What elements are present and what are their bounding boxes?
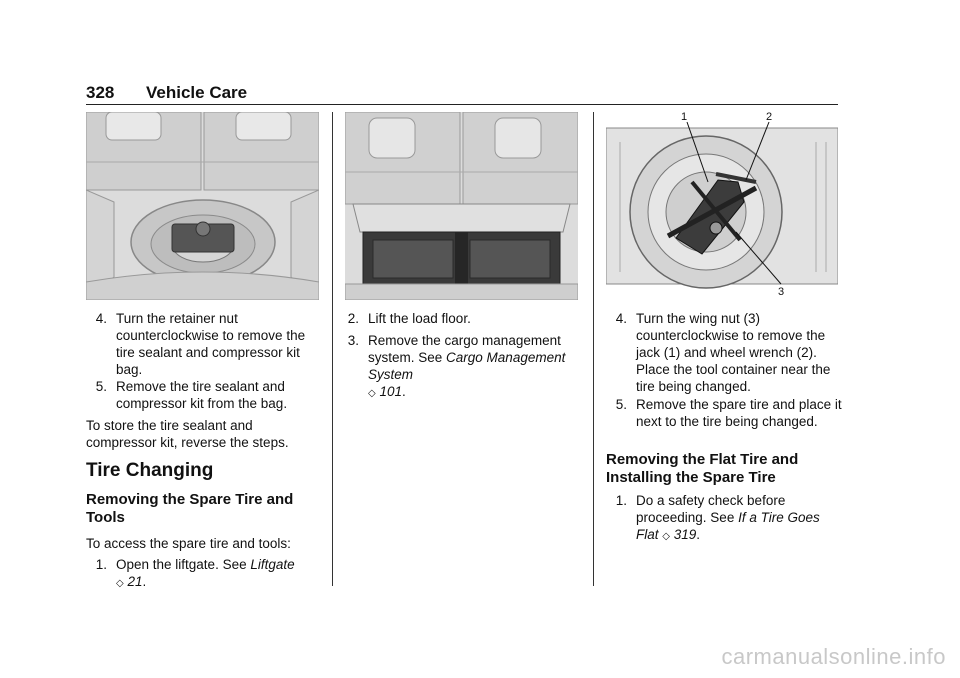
column-divider-right <box>593 112 594 586</box>
col1-step-4: 4. Turn the retainer nut counterclockwis… <box>86 310 326 378</box>
step-number: 5. <box>615 397 627 412</box>
page-header: 328 Vehicle Care <box>86 83 838 105</box>
spare-tire-jack-diagram: 1 2 3 <box>606 112 838 300</box>
step-text: Lift the load floor. <box>368 311 471 326</box>
callout-label-1: 1 <box>681 112 688 123</box>
xref-liftgate[interactable]: Liftgate <box>250 557 295 572</box>
page-ref[interactable]: 101 <box>379 384 402 399</box>
step-text: Turn the wing nut (3) counterclockwise t… <box>636 311 831 394</box>
cargo-management-system-icon <box>345 112 578 300</box>
step-number: 1. <box>95 557 107 572</box>
col1-step-1: 1. Open the liftgate. See Liftgate◇ 21. <box>86 556 322 592</box>
cargo-area-spare-tire-icon <box>86 112 319 300</box>
heading-removing-spare-tire: Removing the Spare Tire and Tools <box>86 491 294 526</box>
page-ref-icon: ◇ <box>116 578 124 589</box>
step-text: Remove the tire sealant and compressor k… <box>116 379 288 411</box>
step-text: Remove the spare tire and place it next … <box>636 397 842 429</box>
step-text: Turn the retainer nut counterclockwise t… <box>116 311 306 377</box>
step-number: 2. <box>347 311 359 326</box>
col1-step-5: 5. Remove the tire sealant and compresso… <box>86 378 326 412</box>
col3-step-4: 4. Turn the wing nut (3) counterclockwis… <box>606 310 844 395</box>
col2-step-2: 2. Lift the load floor. <box>338 310 576 327</box>
heading-removing-flat-tire: Removing the Flat Tire and Installing th… <box>606 451 799 486</box>
cargo-management-system-image <box>345 112 578 300</box>
step-number: 1. <box>615 493 627 508</box>
col3-step-5: 5. Remove the spare tire and place it ne… <box>606 396 844 430</box>
cargo-area-spare-tire-image <box>86 112 319 300</box>
column-divider-left <box>332 112 333 586</box>
section-title: Vehicle Care <box>146 83 248 102</box>
callout-label-2: 2 <box>766 112 773 123</box>
page-number: 328 <box>86 83 115 102</box>
access-note: To access the spare tire and tools: <box>86 536 291 551</box>
col2-step-3: 3. Remove the cargo management system. S… <box>338 332 568 402</box>
step-number: 3. <box>347 333 359 348</box>
step-number: 4. <box>615 311 627 326</box>
step-number: 4. <box>95 311 107 326</box>
col3-step-1: 1. Do a safety check before proceeding. … <box>606 492 844 545</box>
xref-cargo-management-system[interactable]: Cargo Management System <box>368 350 566 382</box>
page-ref-icon: ◇ <box>368 388 376 399</box>
step-text: Remove the cargo management system. See … <box>368 333 566 399</box>
heading-tire-changing: Tire Changing <box>86 460 214 481</box>
xref-if-a-tire-goes-flat[interactable]: If a Tire Goes Flat <box>636 510 820 542</box>
step-text: Do a safety check before proceeding. See… <box>636 493 820 542</box>
callout-label-3: 3 <box>778 286 785 298</box>
page-ref[interactable]: 21 <box>127 574 143 589</box>
page-ref[interactable]: 319 <box>673 527 697 542</box>
page-ref-icon: ◇ <box>662 531 670 542</box>
step-number: 5. <box>95 379 107 394</box>
store-note: To store the tire sealant and compressor… <box>86 418 289 450</box>
step-text: Open the liftgate. See Liftgate◇ 21. <box>116 557 295 589</box>
header-rule <box>86 104 838 105</box>
spare-tire-jack-icon <box>606 121 838 289</box>
watermark: carmanualsonline.info <box>721 644 946 669</box>
